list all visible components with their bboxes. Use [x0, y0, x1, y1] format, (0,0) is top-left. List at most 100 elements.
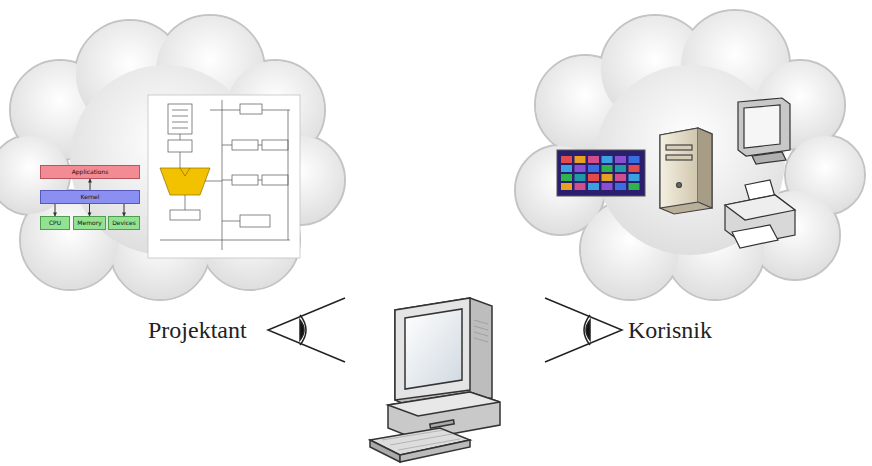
- screen-tile: [615, 165, 626, 172]
- monitor-icon: [738, 98, 790, 164]
- layer-box: Applications: [40, 165, 140, 179]
- node-text: Devices: [112, 219, 136, 227]
- drawing-part: [382, 430, 460, 450]
- drawing-part: [584, 315, 590, 345]
- component-box: CPU: [40, 216, 70, 230]
- drawing-part: [222, 180, 232, 181]
- drawing-part: [160, 168, 210, 195]
- tile-screen: [557, 150, 645, 196]
- drawing-part: [205, 181, 222, 182]
- screen-tile: [575, 156, 586, 163]
- node-text: CPU: [44, 219, 66, 227]
- drawing-part: [148, 95, 300, 258]
- node-text: Applications: [44, 168, 136, 176]
- screen-tile: [615, 156, 626, 163]
- drawing-part: [382, 430, 444, 440]
- drawing-part: [557, 150, 645, 196]
- drawing-part: [474, 326, 488, 330]
- screen-tile: [588, 156, 599, 163]
- pc-tower: [660, 128, 712, 214]
- drawing-part: [172, 128, 188, 129]
- layer-box: Kernel: [40, 190, 140, 204]
- drawing-part: [232, 175, 258, 185]
- drawing-part: [430, 420, 454, 428]
- drawing-part: [677, 183, 682, 188]
- screen-tile: [602, 183, 613, 190]
- drawing-part: [172, 122, 188, 123]
- drawing-part: [168, 140, 192, 152]
- drawing-part: [172, 116, 188, 117]
- drawing-part: [561, 156, 640, 190]
- drawing-part: [660, 128, 712, 214]
- desktop-computer: [370, 298, 500, 462]
- designer-eye: [268, 298, 345, 362]
- user-eye: [545, 298, 622, 362]
- drawing-part: [258, 145, 262, 146]
- screen-tile: [588, 183, 599, 190]
- drawing-part: [752, 152, 786, 164]
- screen-tile: [575, 165, 586, 172]
- screen-tile: [575, 183, 586, 190]
- connector-arrow: [55, 204, 56, 216]
- drawing-part: [222, 145, 232, 146]
- screen-tile: [588, 174, 599, 181]
- drawing-part: [738, 98, 790, 156]
- screen-tile: [615, 174, 626, 181]
- drawing-part: [388, 392, 500, 416]
- screen-tile: [561, 174, 572, 181]
- drawing-part: [180, 152, 181, 168]
- viewer-label: Projektant: [148, 316, 247, 344]
- screen-tile: [629, 156, 640, 163]
- node-text: Memory: [77, 219, 102, 227]
- drawing-part: [168, 104, 192, 134]
- drawing-part: [395, 298, 492, 410]
- drawing-part: [474, 338, 488, 342]
- screen-tile: [561, 183, 572, 190]
- drawing-part: [268, 298, 345, 362]
- drawing-part: [222, 100, 223, 250]
- drawing-part: [258, 180, 262, 181]
- drawing-part: [300, 320, 304, 340]
- screen-tile: [561, 156, 572, 163]
- drawing-part: [515, 10, 865, 300]
- schematic-panel: [148, 95, 300, 258]
- drawing-part: [586, 320, 590, 340]
- drawing-part: [160, 240, 290, 241]
- drawing-part: [398, 439, 460, 450]
- screen-tile: [588, 165, 599, 172]
- screen-tile: [602, 156, 613, 163]
- screen-tile: [602, 174, 613, 181]
- drawing-part: [516, 11, 864, 299]
- node-text: Kernel: [44, 193, 136, 201]
- drawing-part: [395, 298, 470, 400]
- drawing-part: [262, 175, 288, 185]
- component-box: Memory: [73, 216, 106, 230]
- drawing-part: [180, 134, 181, 140]
- drawing-part: [172, 110, 188, 111]
- drawing-part: [660, 128, 698, 208]
- screen-tile: [602, 165, 613, 172]
- connector-arrow: [90, 179, 91, 190]
- screen-tile: [629, 165, 640, 172]
- drawing-part: [698, 128, 712, 208]
- drawing-part: [262, 140, 288, 150]
- right-cloud: [515, 10, 865, 300]
- drawing-part: [666, 155, 692, 160]
- screen-tile: [561, 165, 572, 172]
- drawing-part: [222, 221, 240, 222]
- drawing-part: [405, 309, 462, 389]
- screen-tile: [575, 174, 586, 181]
- drawing-part: [232, 140, 258, 150]
- drawing-part: [744, 105, 780, 148]
- left-cloud: [0, 15, 345, 300]
- drawing-part: [0, 16, 344, 299]
- drawing-part: [390, 434, 452, 445]
- screen-tile: [629, 174, 640, 181]
- screen-tile: [615, 183, 626, 190]
- drawing-part: [725, 195, 795, 220]
- drawing-part: [170, 210, 200, 220]
- drawing-part: [0, 15, 345, 300]
